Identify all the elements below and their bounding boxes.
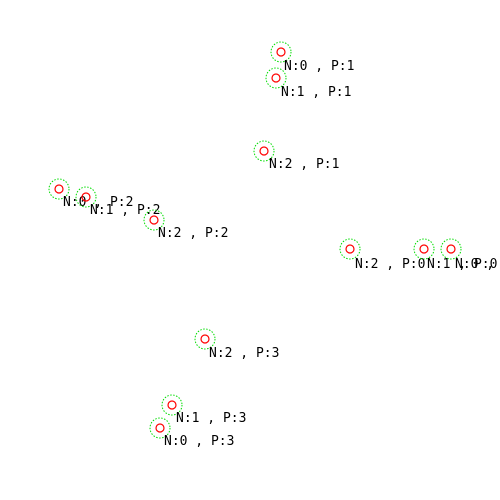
node-label: N:2 , P:3 [209,346,279,361]
node-label: N:0 , P:2 [63,195,133,210]
node-6: N:2 , P:0 [339,238,425,272]
node-2: N:2 , P:1 [253,140,339,172]
node-inner-ring [276,47,286,57]
node-inner-ring [81,192,91,202]
node-label: N:0 , P:1 [284,59,354,74]
node-10: N:1 , P:3 [161,394,246,426]
node-label: N:2 , P:0 [355,257,425,272]
node-inner-ring [155,423,165,433]
node-label: N:1 , P:1 [281,85,351,100]
node-outer-ring [48,178,70,200]
node-0: N:0 , P:1 [270,41,354,74]
node-inner-ring [345,244,355,254]
node-label: N:1 , P:2 [90,203,160,218]
node-label: N:2 , P:1 [269,157,339,172]
node-outer-ring [75,186,97,208]
node-outer-ring [413,238,435,260]
node-outer-ring [265,67,287,89]
node-outer-ring [253,140,275,162]
node-outer-ring [339,238,361,260]
node-9: N:2 , P:3 [194,328,279,361]
node-3: N:0 , P:2 [48,178,133,210]
node-5: N:2 , P:2 [143,209,228,241]
node-1: N:1 , P:1 [265,67,351,100]
node-8: N:0 , P:0 [440,238,500,272]
node-inner-ring [149,215,159,225]
node-label: N:1 , P:0 [427,257,497,272]
node-label: N:0 , P:0 [455,257,500,272]
node-11: N:0 , P:3 [149,417,234,449]
node-label: N:0 , P:3 [164,434,234,449]
node-7: N:1 , P:0 [413,238,497,272]
node-inner-ring [54,184,64,194]
node-inner-ring [271,73,281,83]
node-outer-ring [270,41,292,63]
node-outer-ring [440,238,462,260]
node-outer-ring [149,417,171,439]
node-label: N:2 , P:2 [158,226,228,241]
node-label: N:1 , P:3 [176,411,246,426]
node-4: N:1 , P:2 [75,186,160,218]
node-inner-ring [167,400,177,410]
node-outer-ring [143,209,165,231]
node-inner-ring [419,244,429,254]
node-outer-ring [194,328,216,350]
node-inner-ring [200,334,210,344]
node-outer-ring [161,394,183,416]
node-inner-ring [259,146,269,156]
node-inner-ring [446,244,456,254]
